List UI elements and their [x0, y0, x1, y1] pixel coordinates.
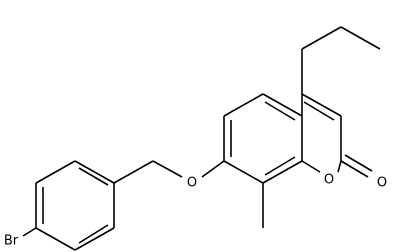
- bond-c5-c6: [74, 227, 115, 251]
- atom-br: Br: [4, 234, 19, 249]
- bond-c7-c8: [223, 160, 264, 184]
- bond-ring-ch2: [113, 160, 154, 184]
- bond-c5-c6: [223, 93, 264, 117]
- bond-propyl-1-2: [301, 26, 342, 50]
- double-bond-inner-c8-c8a: [264, 156, 296, 176]
- bond-c3-c4: [301, 93, 342, 117]
- atom-o-ring: O: [324, 173, 334, 188]
- bond-c2-c3: [35, 160, 76, 184]
- double-bond-inner-2: [78, 167, 109, 186]
- bond-c3-c4: [74, 160, 115, 184]
- atom-o-carbonyl: O: [377, 176, 387, 191]
- bond-o1-c2: [337, 160, 342, 173]
- bond-o-c7: [201, 160, 225, 178]
- double-bond-inner-c4a-c5: [264, 101, 296, 121]
- double-bond-inner-3: [78, 224, 109, 244]
- bond-c8a-o1: [301, 160, 321, 173]
- double-bond-carbonyl: [344, 154, 373, 172]
- atom-o-ether: O: [187, 176, 197, 191]
- bond-ch2-o: [152, 160, 183, 178]
- coumarin-benzene-ring: [223, 93, 303, 184]
- bond-c4a-c5: [262, 93, 303, 117]
- bond-c8-c8a: [262, 160, 303, 184]
- pyrone-ring: [301, 93, 342, 173]
- bond-c2-carbonyl: [340, 160, 369, 178]
- bond-br-c1: [22, 227, 37, 237]
- bond-propyl-2-3: [340, 26, 381, 50]
- bond-c6-c1: [35, 227, 76, 251]
- double-bond-inner-c3-c4: [303, 101, 335, 121]
- bromophenyl-ring: [35, 160, 115, 251]
